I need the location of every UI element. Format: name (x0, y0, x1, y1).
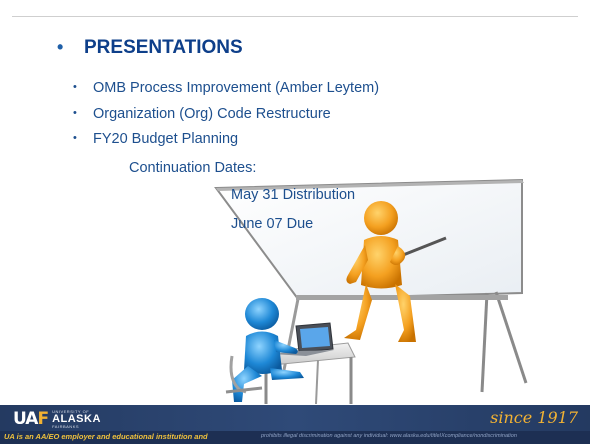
date-distribution: May 31 Distribution (231, 187, 356, 203)
logo-main-text: ALASKA (52, 412, 101, 425)
heading-text: PRESENTATIONS (84, 37, 243, 58)
continuation-dates-label: Continuation Dates: (129, 160, 257, 173)
since-1917-text: since 1917 (490, 408, 578, 427)
chair-icon (225, 355, 263, 394)
bullet-icon: • (73, 81, 77, 93)
logo-sub-text: FAIRBANKS (52, 423, 80, 429)
logo-wordmark: UNIVERSITY OF ALASKA FAIRBANKS (52, 408, 101, 429)
notice-bold-text: UA is an AA/EO employer and educational … (4, 432, 208, 441)
list-item: • FY20 Budget Planning (73, 131, 239, 147)
footer-notice-strip: UA is an AA/EO employer and educational … (0, 431, 590, 444)
presenter-figure (344, 201, 416, 342)
uaf-monogram-icon: UAF (13, 409, 49, 429)
seated-person-figure (232, 298, 304, 402)
bullet-icon: • (57, 37, 64, 57)
item-omb-process: OMB Process Improvement (Amber Leytem) (93, 80, 380, 96)
date-due: June 07 Due (231, 216, 314, 232)
subitem-continuation: • Continuation Dates: (129, 160, 256, 173)
subitem-clip: • Continuation Dates: (118, 160, 418, 173)
uaf-logo: UAF UNIVERSITY OF ALASKA FAIRBANKS (13, 408, 101, 429)
bullet-icon: • (73, 132, 77, 144)
bullet-icon: • (73, 107, 77, 119)
list-item: • OMB Process Improvement (Amber Leytem) (73, 80, 380, 96)
top-divider (12, 16, 578, 17)
heading-presentations: • PRESENTATIONS (57, 37, 243, 59)
footer-band: UAF UNIVERSITY OF ALASKA FAIRBANKS since… (0, 405, 590, 431)
list-item: • Organization (Org) Code Restructure (73, 106, 331, 122)
laptop-icon (272, 322, 334, 356)
logo-small-text: UNIVERSITY OF (52, 408, 90, 414)
item-org-code: Organization (Org) Code Restructure (93, 106, 331, 122)
footer-bar: UAF UNIVERSITY OF ALASKA FAIRBANKS since… (0, 405, 590, 444)
notice-rest-text: prohibits illegal discrimination against… (261, 433, 517, 439)
item-fy20-budget: FY20 Budget Planning (93, 131, 239, 147)
